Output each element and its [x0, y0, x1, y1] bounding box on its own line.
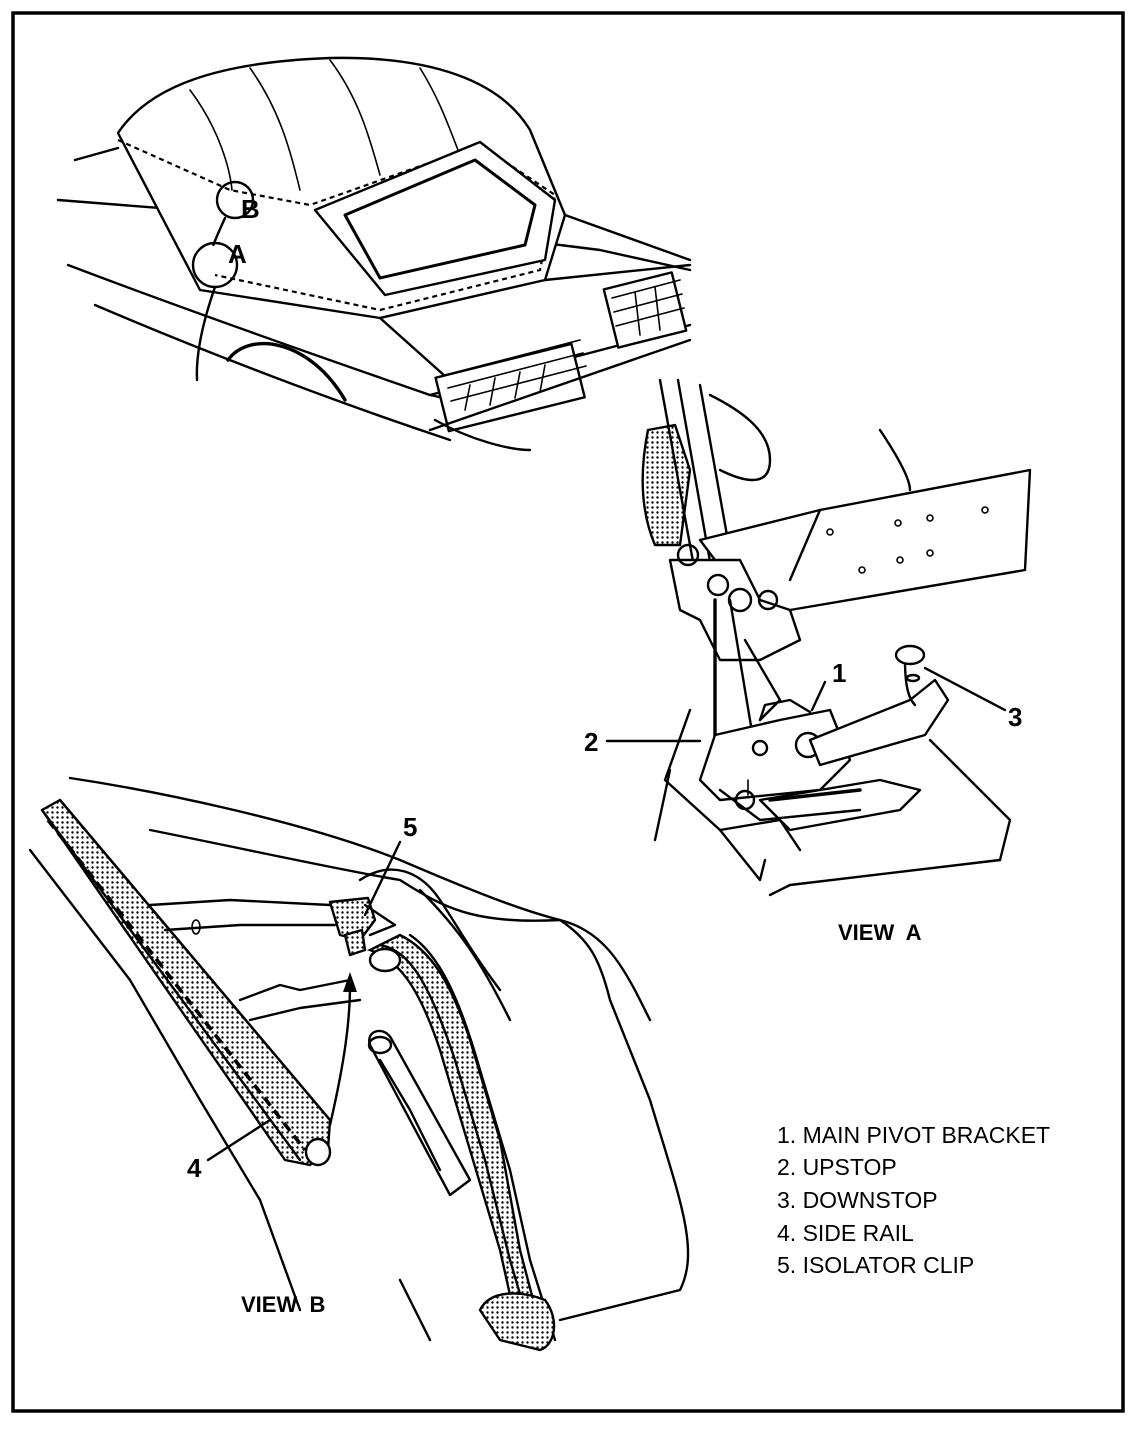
view-b-illustration	[28, 776, 690, 1352]
legend-item-main-pivot-bracket: 1. MAIN PIVOT BRACKET	[777, 1122, 1050, 1148]
page-border	[11, 11, 1125, 1413]
legend-item-side-rail: 4. SIDE RAIL	[777, 1220, 914, 1246]
callout-5: 5	[403, 812, 417, 842]
legend-item-isolator-clip: 5. ISOLATOR CLIP	[777, 1252, 974, 1278]
callout-3: 3	[1008, 702, 1022, 732]
leader-5	[363, 840, 402, 917]
detail-a-label: A	[228, 239, 247, 269]
legend-item-downstop: 3. DOWNSTOP	[777, 1187, 938, 1213]
callout-2: 2	[584, 727, 598, 757]
detail-b-label: B	[241, 194, 260, 224]
legend-item-upstop: 2. UPSTOP	[777, 1154, 897, 1180]
callout-1: 1	[832, 658, 846, 688]
view-a-illustration	[641, 378, 1032, 897]
leader-4	[206, 1118, 272, 1162]
leader-1	[810, 680, 827, 712]
leader-3	[923, 666, 1007, 712]
legend: 1. MAIN PIVOT BRACKET 2. UPSTOP 3. DOWNS…	[777, 1122, 1050, 1278]
car-illustration	[56, 56, 692, 452]
callout-4: 4	[187, 1153, 202, 1183]
view-a-label: VIEW A	[838, 920, 922, 945]
view-b-label: VIEW B	[241, 1292, 325, 1317]
